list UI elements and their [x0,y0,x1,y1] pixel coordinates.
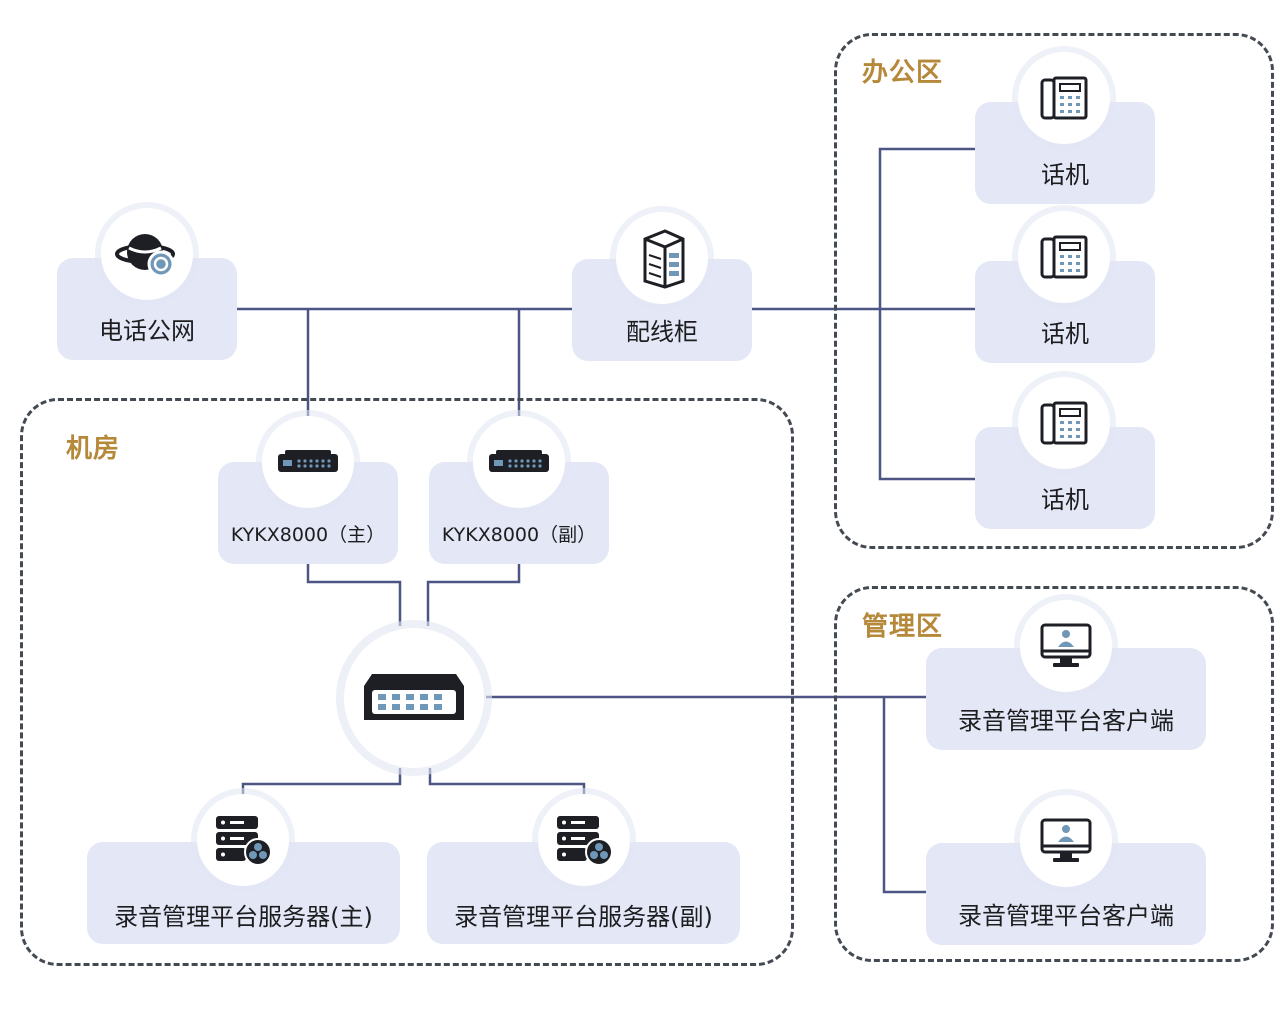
zone-office [834,33,1274,549]
zone-management [834,586,1274,962]
database-server-icon [538,794,630,886]
link-office-bus [878,147,976,481]
node-phone-1-label: 话机 [1041,161,1089,189]
desk-phone-icon [1018,211,1110,303]
node-server-main-label: 录音管理平台服务器(主) [114,903,373,931]
node-phone-1: 话机 [975,102,1155,204]
monitor-user-icon [1020,795,1112,887]
desk-phone-icon [1018,52,1110,144]
zone-title-office: 办公区 [862,58,944,88]
node-gateway-main-label: KYKX8000（主） [230,524,386,546]
link-management-bus [882,697,926,894]
node-client-1-label: 录音管理平台客户端 [958,707,1174,735]
node-server-backup-label: 录音管理平台服务器(副) [454,903,713,931]
node-client-2-label: 录音管理平台客户端 [958,902,1174,930]
database-server-icon [197,794,289,886]
node-gateway-backup-label: KYKX8000（副） [441,524,597,546]
globe-network-icon [101,208,193,300]
zone-machine-room [20,398,794,966]
monitor-user-icon [1020,600,1112,692]
link-gateway-backup-switch [426,563,521,626]
server-cabinet-icon [616,212,708,304]
node-pstn-label: 电话公网 [99,317,195,345]
gateway-device-icon [473,416,565,508]
node-server-backup: 录音管理平台服务器(副) [427,842,740,944]
node-phone-3-label: 话机 [1041,486,1089,514]
link-gateway-main-switch [306,563,402,626]
network-switch-icon [344,628,484,768]
zone-title-management: 管理区 [862,612,944,642]
node-cabinet-label: 配线柜 [626,318,698,346]
gateway-device-icon [262,416,354,508]
desk-phone-icon [1018,377,1110,469]
node-phone-2-label: 话机 [1041,320,1089,348]
zone-title-machine-room: 机房 [66,434,121,464]
